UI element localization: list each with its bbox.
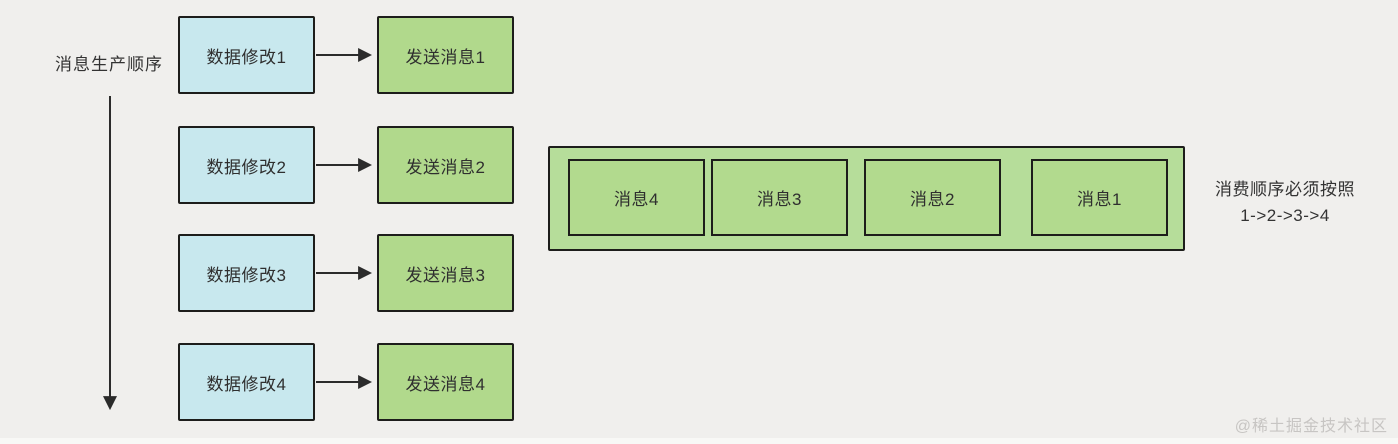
consumer-order-caption-line1: 消费顺序必须按照 [1215,180,1355,199]
bottom-strip [0,438,1398,444]
queue-message-2: 消息2 [864,159,1001,236]
data-modify-box-4: 数据修改4 [178,343,315,421]
send-message-box-2: 发送消息2 [377,126,514,204]
message-queue-container: 消息4 消息3 消息2 消息1 [548,146,1185,251]
consumer-order-caption-line2: 1->2->3->4 [1240,206,1330,226]
send-message-box-1: 发送消息1 [377,16,514,94]
queue-message-1: 消息1 [1031,159,1168,236]
data-modify-box-2: 数据修改2 [178,126,315,204]
data-modify-box-1: 数据修改1 [178,16,315,94]
data-modify-box-3: 数据修改3 [178,234,315,312]
queue-message-3: 消息3 [711,159,848,236]
send-message-box-3: 发送消息3 [377,234,514,312]
queue-message-4: 消息4 [568,159,705,236]
producer-order-label: 消息生产顺序 [55,55,163,74]
send-message-box-4: 发送消息4 [377,343,514,421]
consumer-order-caption: 消费顺序必须按照 1->2->3->4 [1196,177,1374,230]
juejin-watermark: @稀土掘金技术社区 [1234,418,1388,435]
